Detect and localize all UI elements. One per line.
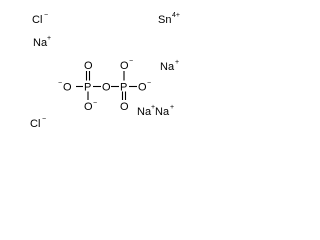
cl-ion-top-charge: − [44,12,48,19]
atom-o-left-label: O [63,82,72,94]
na-ion-left-label: Na [33,37,48,49]
na-ion-pair-1-charge: + [151,104,155,111]
na-ion-right-charge: + [175,59,179,66]
na-ion-pair-1: Na + [137,104,155,118]
sn-ion-label: Sn [158,14,171,26]
atom-o-bottom-left-charge: − [93,100,97,107]
na-ion-pair-2-label: Na [155,106,170,118]
atom-o-left-charge: − [58,80,62,87]
atom-o-bridge-label: O [102,82,111,94]
na-ion-left-charge: + [47,35,51,42]
atom-o-top-right: O − [120,58,133,72]
atom-p-right: P [120,82,127,94]
atom-o-bottom-right: O [120,101,129,113]
atom-o-top-right-label: O [120,60,129,72]
atom-o-top-left-label: O [84,60,93,72]
atom-o-right: O − [138,80,151,94]
atom-p-left-label: P [84,82,91,94]
na-ion-pair-2-charge: + [170,104,174,111]
na-ion-pair-1-label: Na [137,106,152,118]
na-ion-right: Na + [160,59,179,73]
atom-p-left: P [84,82,91,94]
atom-o-bottom-left: O − [84,100,97,113]
na-ion-right-label: Na [160,61,175,73]
atom-o-left: O − [58,80,72,94]
atom-o-bottom-left-label: O [84,101,93,113]
cl-ion-top-label: Cl [32,14,42,26]
structure-diagram: Cl − Sn 4+ Na + Na + Na + Na + Cl − O − … [30,12,180,130]
pyrophosphate: O − P O O − O P O − O O − [58,58,151,113]
atom-o-top-left: O [84,60,93,72]
atom-o-right-label: O [138,82,147,94]
cl-ion-bottom: Cl − [30,116,46,130]
atom-o-top-right-charge: − [129,58,133,65]
cl-ion-bottom-label: Cl [30,118,40,130]
na-ion-pair-2: Na + [155,104,174,118]
bonds [76,71,137,100]
atom-o-bottom-right-label: O [120,101,129,113]
sn-ion-charge: 4+ [172,12,180,19]
atom-p-right-label: P [120,82,127,94]
cl-ion-top: Cl − [32,12,48,26]
na-ion-left: Na + [33,35,51,49]
cl-ion-bottom-charge: − [42,116,46,123]
atom-o-right-charge: − [147,80,151,87]
atom-o-bridge: O [102,82,111,94]
sn-ion: Sn 4+ [158,12,180,26]
